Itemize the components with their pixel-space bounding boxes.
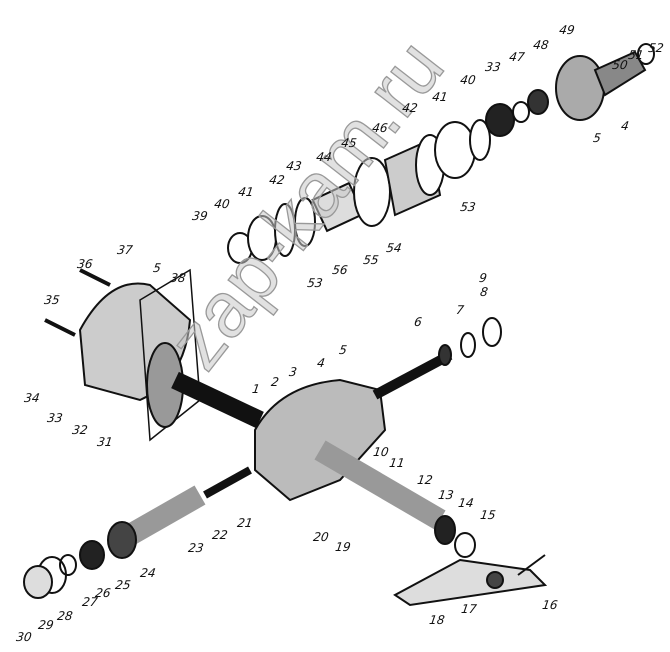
callout-label: 20 [312,530,330,544]
callout-label: 32 [71,423,89,437]
callout-label: 36 [76,257,94,271]
callout-label: 41 [237,185,255,199]
callout-label: 53 [459,200,477,214]
lower-shaft [23,466,252,599]
callout-label: 48 [532,38,550,52]
cover-assembly [44,268,201,442]
callout-label: 53 [306,276,324,290]
callout-label: 15 [479,508,497,522]
callout-label: 16 [541,598,559,612]
callout-label: 35 [43,293,61,307]
callout-label: 34 [23,391,41,405]
callout-label: 19 [334,540,352,554]
callout-label: 41 [431,90,449,104]
callout-label: 10 [372,445,390,459]
callout-label: 54 [385,241,403,255]
callout-label: 23 [187,541,205,555]
callout-label: 40 [213,197,231,211]
callout-label: 11 [388,456,406,470]
callout-label: 38 [169,271,187,285]
callout-label: 30 [15,630,33,644]
callout-label: 43 [285,159,303,173]
callout-label: 21 [236,516,254,530]
callout-label: 33 [46,411,64,425]
callout-label: 12 [416,473,434,487]
callout-label: 49 [558,23,576,37]
callout-label: 22 [211,528,229,542]
callout-label: 40 [459,73,477,87]
callout-label: 55 [362,253,380,267]
callout-label: 8 [479,285,489,299]
callout-label: 51 [627,48,645,62]
callout-label: 31 [96,435,114,449]
callout-label: 13 [437,488,455,502]
callout-label: 42 [268,173,286,187]
callout-label: 7 [455,303,465,317]
callout-label: 14 [457,496,475,510]
callout-label: 47 [508,50,526,64]
callout-label: 17 [460,602,478,616]
callout-label: 18 [428,613,446,627]
callout-label: 42 [401,101,419,115]
callout-label: 33 [484,60,502,74]
callout-label: 37 [116,243,134,257]
housing [171,317,548,607]
upper-assembly [227,43,655,264]
callout-label: 50 [611,58,629,72]
callout-label: 28 [56,609,74,623]
callout-label: 52 [647,41,665,55]
callout-label: 44 [315,150,333,164]
callout-label: 46 [371,121,389,135]
callout-label: 39 [191,209,209,223]
callout-label: 25 [114,578,132,592]
callout-label: 45 [340,136,358,150]
callout-label: 29 [37,618,55,632]
callout-label: 24 [139,566,157,580]
callout-label: 56 [331,263,349,277]
callout-label: 27 [81,595,99,609]
callout-label: 6 [413,315,423,329]
